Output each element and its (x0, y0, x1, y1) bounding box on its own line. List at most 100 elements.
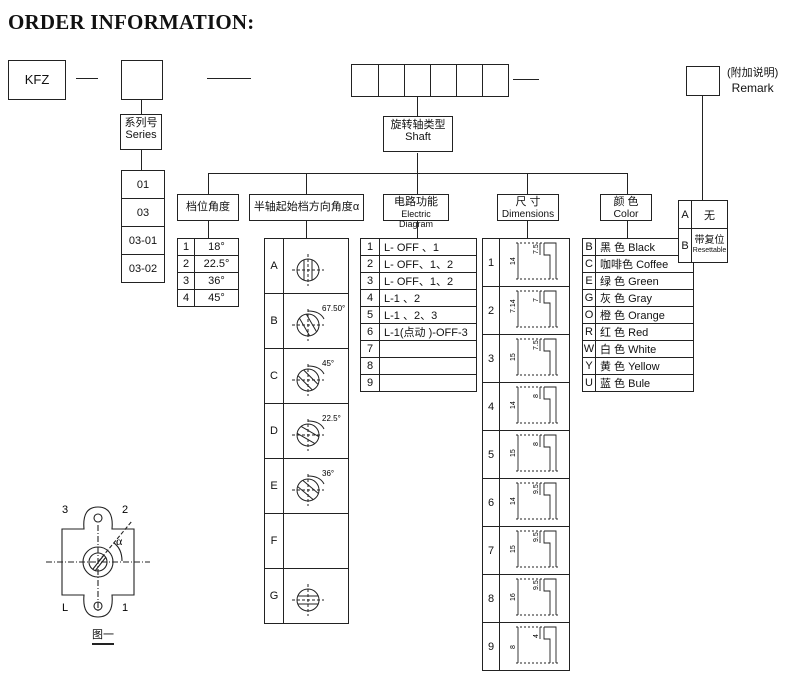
model-code: KFZ (24, 72, 50, 87)
knob-angle-icon: 67.50° (292, 304, 345, 341)
color-code: G (582, 289, 596, 307)
dimension-code: 3 (482, 334, 500, 383)
page-title: ORDER INFORMATION: (8, 10, 255, 34)
color-zh: 咖啡色 (600, 259, 633, 271)
dimension-inner: 4 (533, 634, 540, 638)
dimension-inner: 9.5 (533, 580, 540, 590)
start-angle-diagram (283, 568, 349, 624)
dimension-code: 7 (482, 526, 500, 575)
series-table: 01 03 03-01 03-02 (121, 170, 165, 283)
position-angle: 45° (194, 289, 239, 307)
start-angle-code: B (264, 293, 284, 349)
table-row: F (264, 513, 349, 569)
color-header-zh: 颜 色 (613, 196, 639, 208)
dimension-inner: 7 (533, 298, 540, 302)
electric-code: 5 (360, 306, 380, 324)
color-name: 黑 色 Black (595, 238, 694, 256)
electric-desc (379, 340, 477, 358)
dimension-outer: 16 (510, 593, 517, 601)
fig-label-1: 1 (122, 602, 128, 614)
knob-angle-label: 22.5° (322, 414, 341, 423)
electric-desc (379, 374, 477, 392)
start-angle-diagram: 36° (283, 458, 349, 514)
knob-angle-icon (292, 583, 324, 616)
start-angle-diagram (283, 238, 349, 294)
color-en: Yellow (628, 361, 660, 373)
dimensions-header-en: Dimensions (501, 209, 555, 220)
dimension-outer: 14 (510, 257, 517, 265)
series-header-zh: 系列号 (124, 117, 158, 129)
position-code: 2 (177, 255, 195, 273)
table-row: 1 14 7.5 (482, 238, 570, 287)
dimension-outer: 14 (510, 401, 517, 409)
shaft-header-zh: 旋转轴类型 (390, 119, 446, 131)
dimension-code: 1 (482, 238, 500, 287)
table-row: 9 (360, 374, 477, 392)
electric-desc: L- OFF、1、2 (379, 272, 477, 290)
series-item: 01 (121, 170, 165, 199)
dimension-inner: 7.5 (533, 244, 540, 254)
color-name: 灰 色 Gray (595, 289, 694, 307)
dash-2 (207, 78, 251, 79)
dash-3 (513, 79, 539, 80)
start-angle-header-zh: 半轴起始档方向角度α (253, 201, 360, 213)
shaft-profile-icon: 7.14 7 (510, 290, 558, 328)
color-code: U (582, 374, 596, 392)
position-angle: 22.5° (194, 255, 239, 273)
start-angle-code: G (264, 568, 284, 624)
dimension-code: 8 (482, 574, 500, 623)
dimension-inner: 7.5 (533, 340, 540, 350)
series-code-box (121, 60, 163, 100)
color-zh: 蓝 色 (600, 378, 626, 390)
color-name: 橙 色 Orange (595, 306, 694, 324)
table-row: 8 (360, 357, 477, 375)
start-angle-diagram: 22.5° (283, 403, 349, 459)
color-zh: 绿 色 (600, 276, 626, 288)
electric-header: 电路功能 Electric Diagram (383, 194, 449, 229)
dimension-outer: 7.14 (510, 299, 517, 313)
color-name: 蓝 色 Bule (595, 374, 694, 392)
dimension-code: 5 (482, 430, 500, 479)
electric-code: 3 (360, 272, 380, 290)
table-row: G (264, 568, 349, 624)
series-item: 03 (121, 198, 165, 227)
dimension-outer: 15 (510, 449, 517, 457)
start-angle-code: D (264, 403, 284, 459)
start-angle-diagram: 45° (283, 348, 349, 404)
color-code: Y (582, 357, 596, 375)
shaft-profile-icon: 84 (510, 626, 558, 664)
dimensions-header-zh: 尺 寸 (515, 196, 541, 208)
shaft-profile-icon: 159.5 (510, 530, 558, 568)
knob-angle-icon: 36° (292, 469, 334, 506)
color-en: Coffee (636, 259, 669, 271)
table-row: D 22.5° (264, 403, 349, 459)
shaft-profile-icon: 149.5 (510, 482, 558, 520)
color-code: E (582, 272, 596, 290)
start-angle-header: 半轴起始档方向角度α (249, 194, 364, 221)
series-item: 03-01 (121, 226, 165, 255)
color-name: 绿 色 Green (595, 272, 694, 290)
dimension-diagram: 7.14 7 (499, 286, 570, 335)
table-row: 7 (360, 340, 477, 358)
series-header: 系列号 Series (120, 114, 162, 150)
dimension-inner: 9.5 (533, 532, 540, 542)
